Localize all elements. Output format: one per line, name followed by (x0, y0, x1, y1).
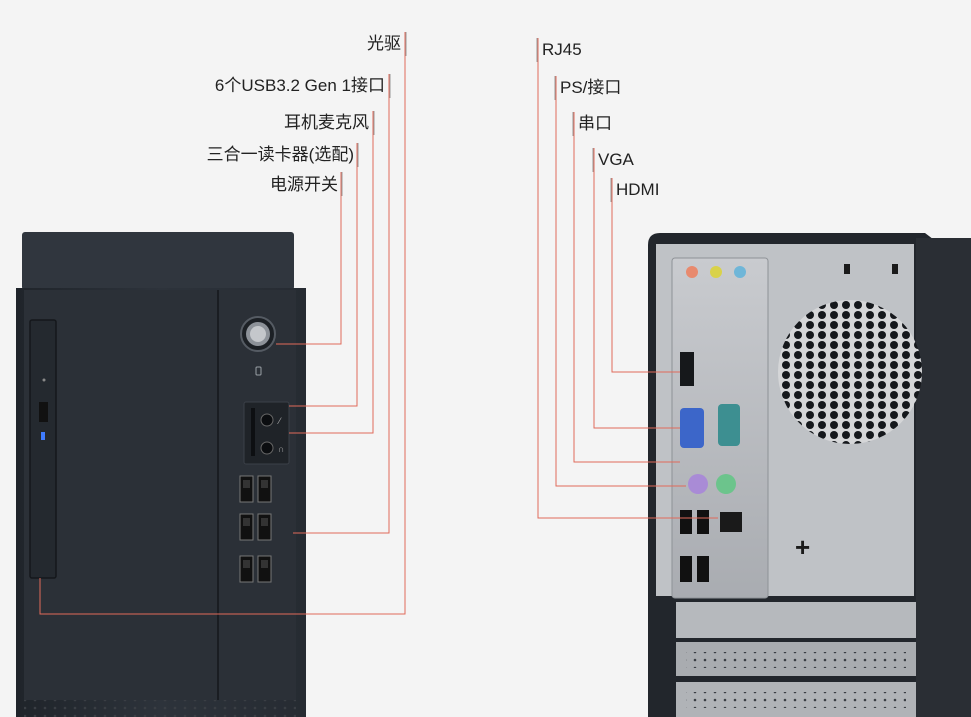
rear-tower: + (648, 233, 971, 717)
rj45-port[interactable] (720, 512, 742, 532)
usb-port[interactable] (239, 513, 254, 541)
line-in-jack[interactable] (710, 266, 722, 278)
vga-port[interactable] (680, 408, 704, 448)
usb-port[interactable] (239, 555, 254, 583)
fan-grill (778, 300, 922, 444)
label-ps2: PS/接口 (560, 78, 622, 97)
mic-jack[interactable] (260, 413, 274, 427)
line-out-jack[interactable] (686, 266, 698, 278)
serial-port[interactable] (718, 404, 740, 446)
usb-port[interactable] (239, 475, 254, 503)
usb-port[interactable] (680, 510, 692, 534)
usb-port[interactable] (257, 555, 272, 583)
label-serial: 串口 (578, 114, 612, 133)
ps2-mouse-port[interactable] (716, 474, 736, 494)
label-power-switch: 电源开关 (270, 175, 338, 194)
svg-text:∩: ∩ (278, 444, 284, 454)
label-audio: 耳机麦克风 (284, 113, 369, 132)
label-optical-drive: 光驱 (367, 34, 401, 53)
label-vga: VGA (598, 150, 634, 169)
optical-drive-bay (29, 319, 57, 579)
drive-led-icon (41, 432, 45, 440)
ps2-keyboard-port[interactable] (688, 474, 708, 494)
usb-port[interactable] (697, 556, 709, 582)
hdd-icon (255, 366, 262, 376)
card-reader-slot[interactable] (251, 408, 255, 456)
usb-port[interactable] (680, 556, 692, 582)
mic-in-jack[interactable] (734, 266, 746, 278)
front-tower: ⁄ ∩ (16, 232, 306, 717)
eject-button[interactable] (39, 402, 48, 422)
audio-card-bay (243, 401, 290, 465)
hdmi-port[interactable] (680, 352, 694, 386)
svg-text:+: + (795, 532, 810, 562)
headphone-jack[interactable] (260, 441, 274, 455)
usb-port[interactable] (257, 475, 272, 503)
usb-ports (239, 475, 272, 583)
expansion-slot (686, 652, 906, 668)
label-card-reader: 三合一读卡器(选配) (206, 145, 354, 164)
svg-text:⁄: ⁄ (277, 416, 282, 426)
tower-top (22, 232, 294, 290)
expansion-slot (686, 692, 906, 708)
label-hdmi: HDMI (616, 180, 660, 199)
label-usb-ports: 6个USB3.2 Gen 1接口 (214, 76, 385, 95)
leader-lines (39, 32, 718, 615)
usb-port[interactable] (257, 513, 272, 541)
usb-port[interactable] (697, 510, 709, 534)
label-rj45: RJ45 (542, 40, 582, 59)
